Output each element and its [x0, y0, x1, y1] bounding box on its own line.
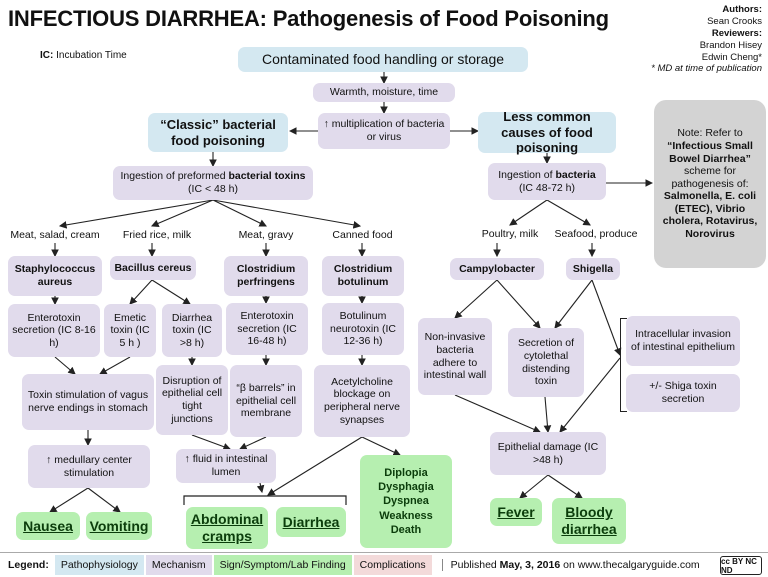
emetic-toxin-box: Emetic toxin (IC 5 h ) [104, 304, 156, 357]
legend-sign-symptom: Sign/Symptom/Lab Finding [213, 555, 352, 575]
multiplication-box: ↑ multiplication of bacteria or virus [318, 113, 450, 149]
enterotoxin-secretion-perfringens: Enterotoxin secretion (IC 16-48 h) [226, 303, 308, 355]
ic-note-prefix: IC: [40, 50, 54, 61]
ingestion-toxins-box: Ingestion of preformed bacterial toxins … [113, 166, 313, 200]
disruption-box: Disruption of epithelial cell tight junc… [156, 365, 228, 435]
ingestion-bacteria-ic: (IC 48-72 h) [518, 181, 576, 194]
legend-label: Legend: [8, 559, 49, 571]
sign-abdominal-cramps: Abdominal cramps [186, 507, 268, 549]
botulism-signs-box: Diplopia Dysphagia Dyspnea Weakness Deat… [360, 455, 452, 548]
fluid-lumen-box: ↑ fluid in intestinal lumen [176, 449, 276, 483]
sign-nausea: Nausea [16, 512, 80, 540]
food-poultry-milk: Poultry, milk [481, 228, 539, 240]
authors-label: Authors: [722, 4, 762, 15]
page-title: INFECTIOUS DIARRHEA: Pathogenesis of Foo… [8, 6, 609, 31]
food-meat-salad-cream: Meat, salad, cream [10, 229, 100, 241]
noninvasive-bacteria-box: Non-invasive bacteria adhere to intestin… [418, 318, 492, 395]
sign-fever: Fever [490, 498, 542, 526]
legend-pathophysiology: Pathophysiology [54, 555, 144, 575]
sign-dysphagia: Dysphagia [378, 481, 434, 494]
ingestion-bacteria-prefix: Ingestion of [498, 168, 556, 181]
published-suffix: on www.thecalgaryguide.com [560, 559, 700, 571]
published-prefix: Published [450, 559, 500, 571]
sign-weakness: Weakness [379, 509, 433, 522]
note-line-5: Salmonella, E. coli (ETEC), Vibrio chole… [662, 190, 758, 241]
note-line-3: scheme for [684, 165, 736, 178]
bug-clostridium-botulinum: Clostridium botulinum [322, 256, 404, 296]
ic-note-text: Incubation Time [53, 50, 127, 61]
shigella-bracket [620, 318, 627, 412]
enterotoxin-secretion-staph: Enterotoxin secretion (IC 8-16 h) [8, 304, 100, 357]
food-fried-rice-milk: Fried rice, milk [122, 229, 192, 241]
legend-mechanism: Mechanism [145, 555, 212, 575]
bug-shigella: Shigella [566, 258, 620, 280]
acetylcholine-box: Acetylcholine blockage on peripheral ner… [314, 365, 410, 437]
medullary-center-box: ↑ medullary center stimulation [28, 445, 150, 488]
ingestion-bacteria-bold: bacteria [555, 168, 596, 181]
intracellular-invasion-box: Intracellular invasion of intestinal epi… [626, 316, 740, 366]
note-line-1: Note: Refer to [677, 127, 743, 140]
note-line-4: pathogenesis of: [671, 177, 749, 190]
published-note: Published May, 3, 2016 on www.thecalgary… [441, 559, 700, 571]
food-meat-gravy: Meat, gravy [238, 229, 294, 241]
sign-diplopia: Diplopia [384, 466, 428, 479]
ingestion-toxins-bold: bacterial toxins [228, 170, 306, 183]
ic-note: IC: Incubation Time [40, 50, 127, 61]
reviewers-label: Reviewers: [711, 27, 762, 39]
cytolethal-toxin-box: Secretion of cytolethal distending toxin [508, 328, 584, 397]
beta-barrels-box: “β barrels” in epithelial cell membrane [230, 365, 302, 437]
vagus-stimulation-box: Toxin stimulation of vagus nerve endings… [22, 374, 154, 430]
cc-license-icon: cc BY NC ND [720, 556, 762, 575]
less-common-box: Less common causes of food poisoning [478, 109, 616, 155]
classic-bacterial-box: “Classic” bacterial food poisoning [148, 113, 288, 152]
shiga-toxin-box: +/- Shiga toxin secretion [626, 374, 740, 412]
published-date: May, 3, 2016 [499, 559, 561, 571]
reviewer-name-1: Brandon Hisey [699, 39, 762, 51]
md-note: * MD at time of publication [651, 63, 762, 75]
sign-death: Death [390, 523, 422, 536]
diarrhea-toxin-box: Diarrhea toxin (IC >8 h) [162, 304, 222, 357]
sign-diarrhea: Diarrhea [276, 507, 346, 537]
bug-bacillus-cereus: Bacillus cereus [110, 256, 196, 280]
legend-complications: Complications [353, 555, 432, 575]
food-canned: Canned food [332, 229, 393, 241]
contaminated-food-box: Contaminated food handling or storage [238, 47, 528, 72]
note-box: Note: Refer to “Infectious Small Bowel D… [654, 100, 766, 268]
ingestion-toxins-prefix: Ingestion of preformed [120, 170, 229, 183]
sign-dyspnea: Dyspnea [383, 495, 429, 508]
warmth-box: Warmth, moisture, time [313, 83, 455, 102]
bug-campylobacter: Campylobacter [450, 258, 544, 280]
author-name: Sean Crooks [707, 15, 762, 27]
bug-clostridium-perfringens: Clostridium perfringens [224, 256, 308, 296]
bug-staphylococcus-aureus: Staphylococcus aureus [8, 256, 102, 296]
botulinum-neurotoxin-box: Botulinum neurotoxin (IC 12-36 h) [322, 303, 404, 355]
reviewer-name-2: Edwin Cheng* [701, 51, 762, 63]
ingestion-toxins-ic: (IC < 48 h) [188, 183, 238, 195]
sign-bloody-diarrhea: Bloody diarrhea [552, 498, 626, 544]
sign-vomiting: Vomiting [86, 512, 152, 540]
credits: Authors: Sean Crooks Reviewers: Brandon … [572, 4, 762, 75]
ingestion-bacteria-box: Ingestion of bacteria (IC 48-72 h) [488, 163, 606, 200]
note-line-2: “Infectious Small Bowel Diarrhea” [667, 139, 753, 165]
legend-bar: Legend: Pathophysiology Mechanism Sign/S… [0, 552, 768, 577]
food-seafood-produce: Seafood, produce [554, 228, 638, 240]
epithelial-damage-box: Epithelial damage (IC >48 h) [490, 432, 606, 475]
